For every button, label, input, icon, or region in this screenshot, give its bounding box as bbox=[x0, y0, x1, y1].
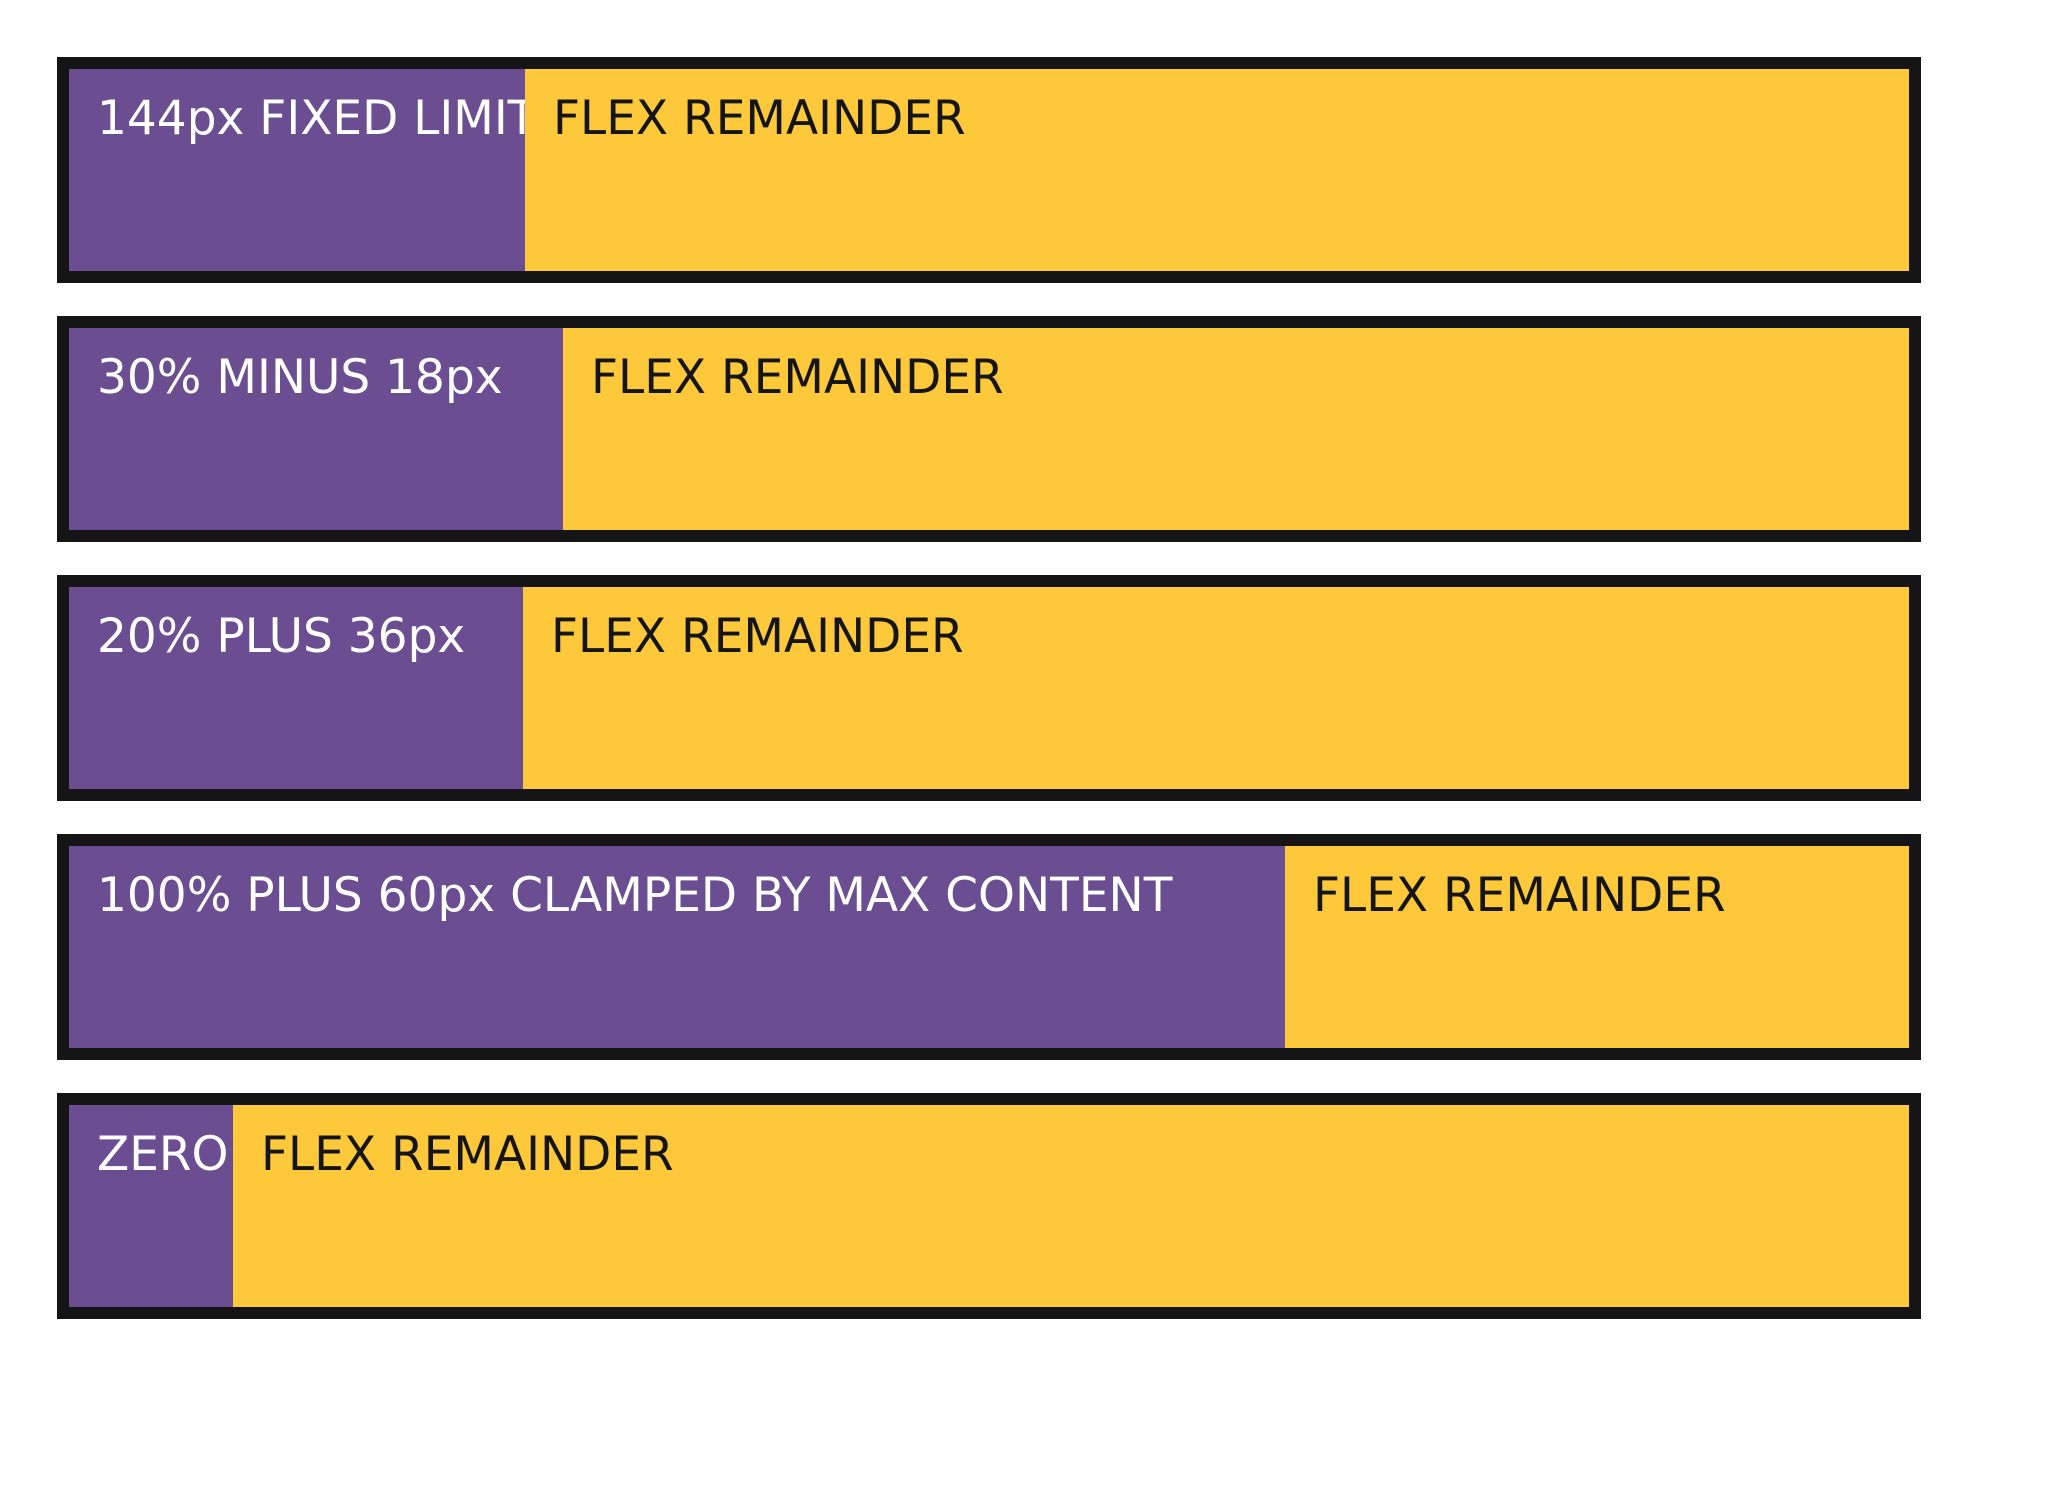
flex-demo-stack: 144px FIXED LIMIT FLEX REMAINDER 30% MIN… bbox=[57, 57, 1921, 1319]
flex-row-zero: ZERO FLEX REMAINDER bbox=[57, 1093, 1921, 1319]
flex-row-percent-minus: 30% MINUS 18px FLEX REMAINDER bbox=[57, 316, 1921, 542]
flex-remainder-cell: FLEX REMAINDER bbox=[525, 69, 1909, 271]
fixed-cell-label: 30% MINUS 18px bbox=[69, 328, 563, 530]
fixed-cell-label: 100% PLUS 60px CLAMPED BY MAX CONTENT bbox=[69, 846, 1285, 1048]
flex-row-clamped: 100% PLUS 60px CLAMPED BY MAX CONTENT FL… bbox=[57, 834, 1921, 1060]
flex-remainder-cell: FLEX REMAINDER bbox=[1285, 846, 1909, 1048]
flex-row-fixed-limit: 144px FIXED LIMIT FLEX REMAINDER bbox=[57, 57, 1921, 283]
flex-row-percent-plus: 20% PLUS 36px FLEX REMAINDER bbox=[57, 575, 1921, 801]
fixed-cell-label: ZERO bbox=[69, 1105, 233, 1307]
flex-remainder-cell: FLEX REMAINDER bbox=[233, 1105, 1909, 1307]
flex-remainder-cell: FLEX REMAINDER bbox=[523, 587, 1909, 789]
flex-remainder-cell: FLEX REMAINDER bbox=[563, 328, 1909, 530]
fixed-cell-label: 20% PLUS 36px bbox=[69, 587, 523, 789]
fixed-cell-label: 144px FIXED LIMIT bbox=[69, 69, 525, 271]
